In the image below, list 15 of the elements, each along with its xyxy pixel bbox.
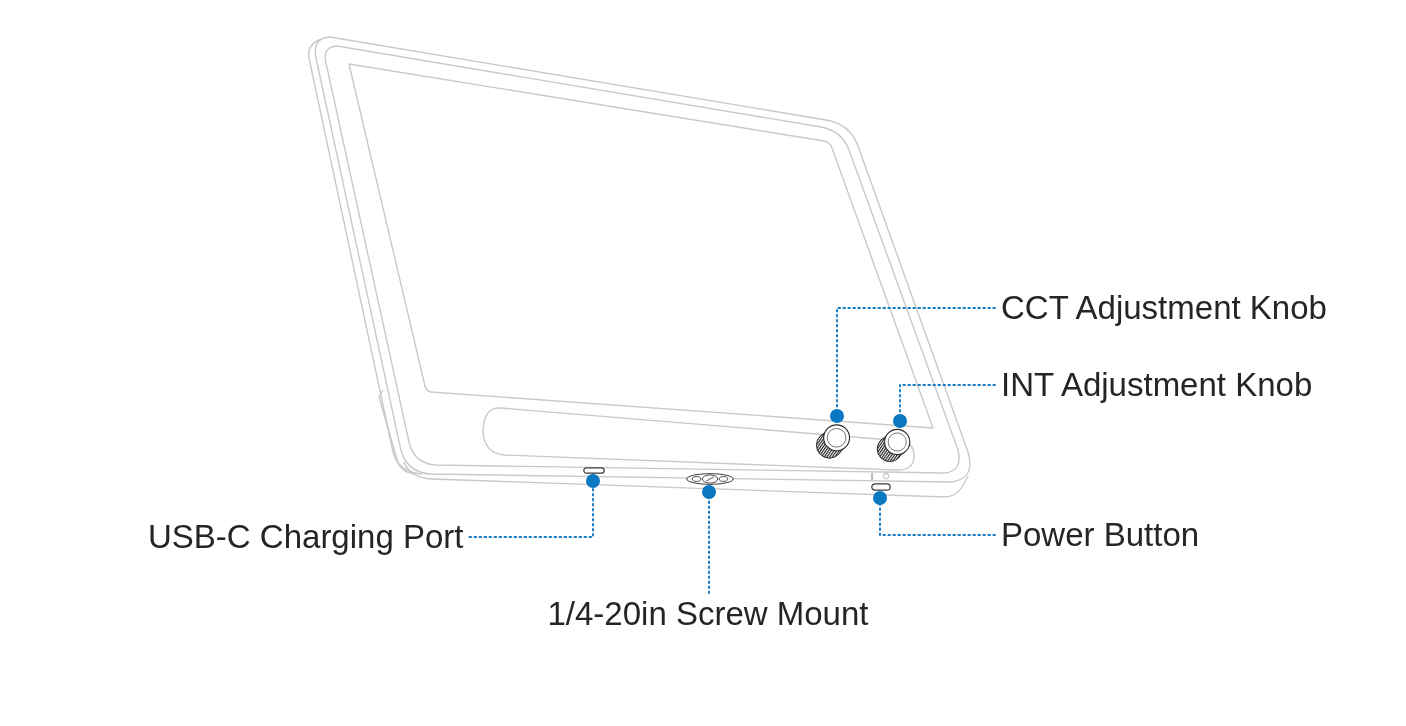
leader-line — [468, 473, 600, 538]
leader-line — [893, 384, 996, 429]
knob — [815, 423, 851, 460]
screw-mount — [686, 473, 734, 485]
port-slot — [583, 467, 605, 474]
leader-line — [873, 490, 996, 536]
callout-label: USB-C Charging Port — [148, 518, 464, 556]
callout-label: CCT Adjustment Knob — [1001, 289, 1327, 327]
callout-label: 1/4-20in Screw Mount — [547, 595, 869, 633]
leader-line — [702, 484, 716, 594]
callout-label: INT Adjustment Knob — [1001, 366, 1313, 404]
knob — [875, 428, 912, 463]
leader-line — [830, 307, 996, 424]
callout-label: Power Button — [1001, 516, 1200, 554]
button-slot — [871, 483, 891, 491]
